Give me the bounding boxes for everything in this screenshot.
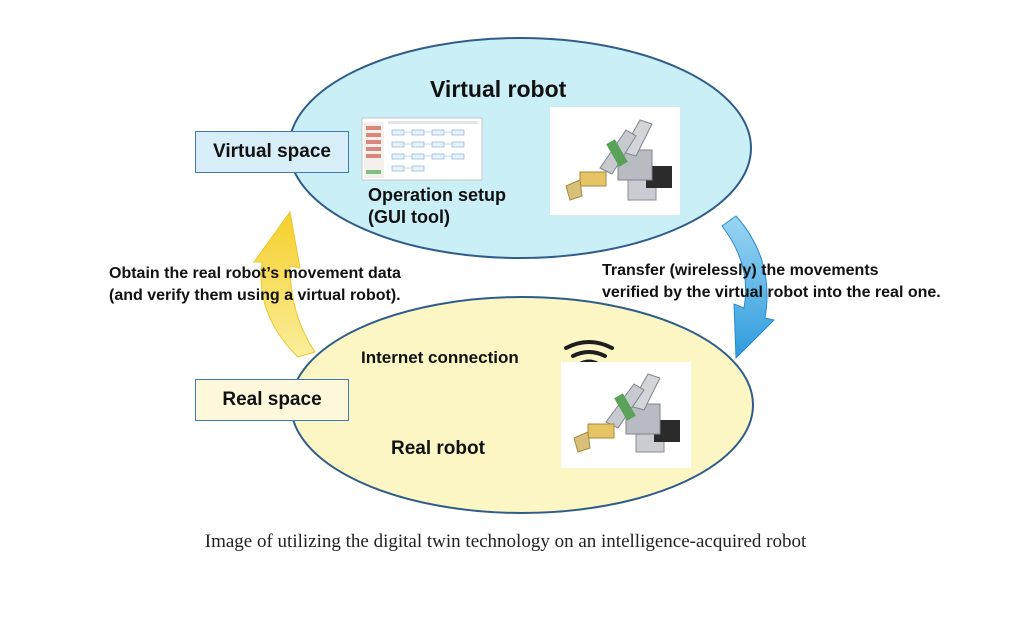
virtual-ellipse (288, 37, 752, 259)
left-arrow-text-line1: Obtain the real robot’s movement data (109, 265, 401, 282)
gui-tool-label: (GUI tool) (368, 207, 450, 227)
virtual-robot-image (550, 107, 680, 215)
real-robot-label: Real robot (391, 438, 485, 459)
right-arrow-text-line1: Transfer (wirelessly) the movements (602, 262, 879, 279)
figure-caption: Image of utilizing the digital twin tech… (204, 531, 807, 552)
operation-setup-label: Operation setup (368, 185, 507, 205)
real-space-box: Real space (195, 379, 349, 421)
gui-tool-screenshot (361, 117, 483, 181)
internet-connection-label: Internet connection (361, 348, 519, 367)
right-arrow-text-line2: verified by the virtual robot into the r… (602, 284, 941, 301)
left-curved-arrow (253, 210, 316, 358)
left-arrow-text-line2: (and verify them using a virtual robot). (109, 287, 401, 304)
right-curved-arrow (721, 215, 775, 360)
virtual-robot-title: Virtual robot (430, 76, 567, 102)
virtual-space-box: Virtual space (195, 131, 349, 173)
real-space-label: Real space (222, 389, 322, 410)
virtual-space-label: Virtual space (213, 141, 331, 162)
real-robot-image (561, 362, 691, 468)
